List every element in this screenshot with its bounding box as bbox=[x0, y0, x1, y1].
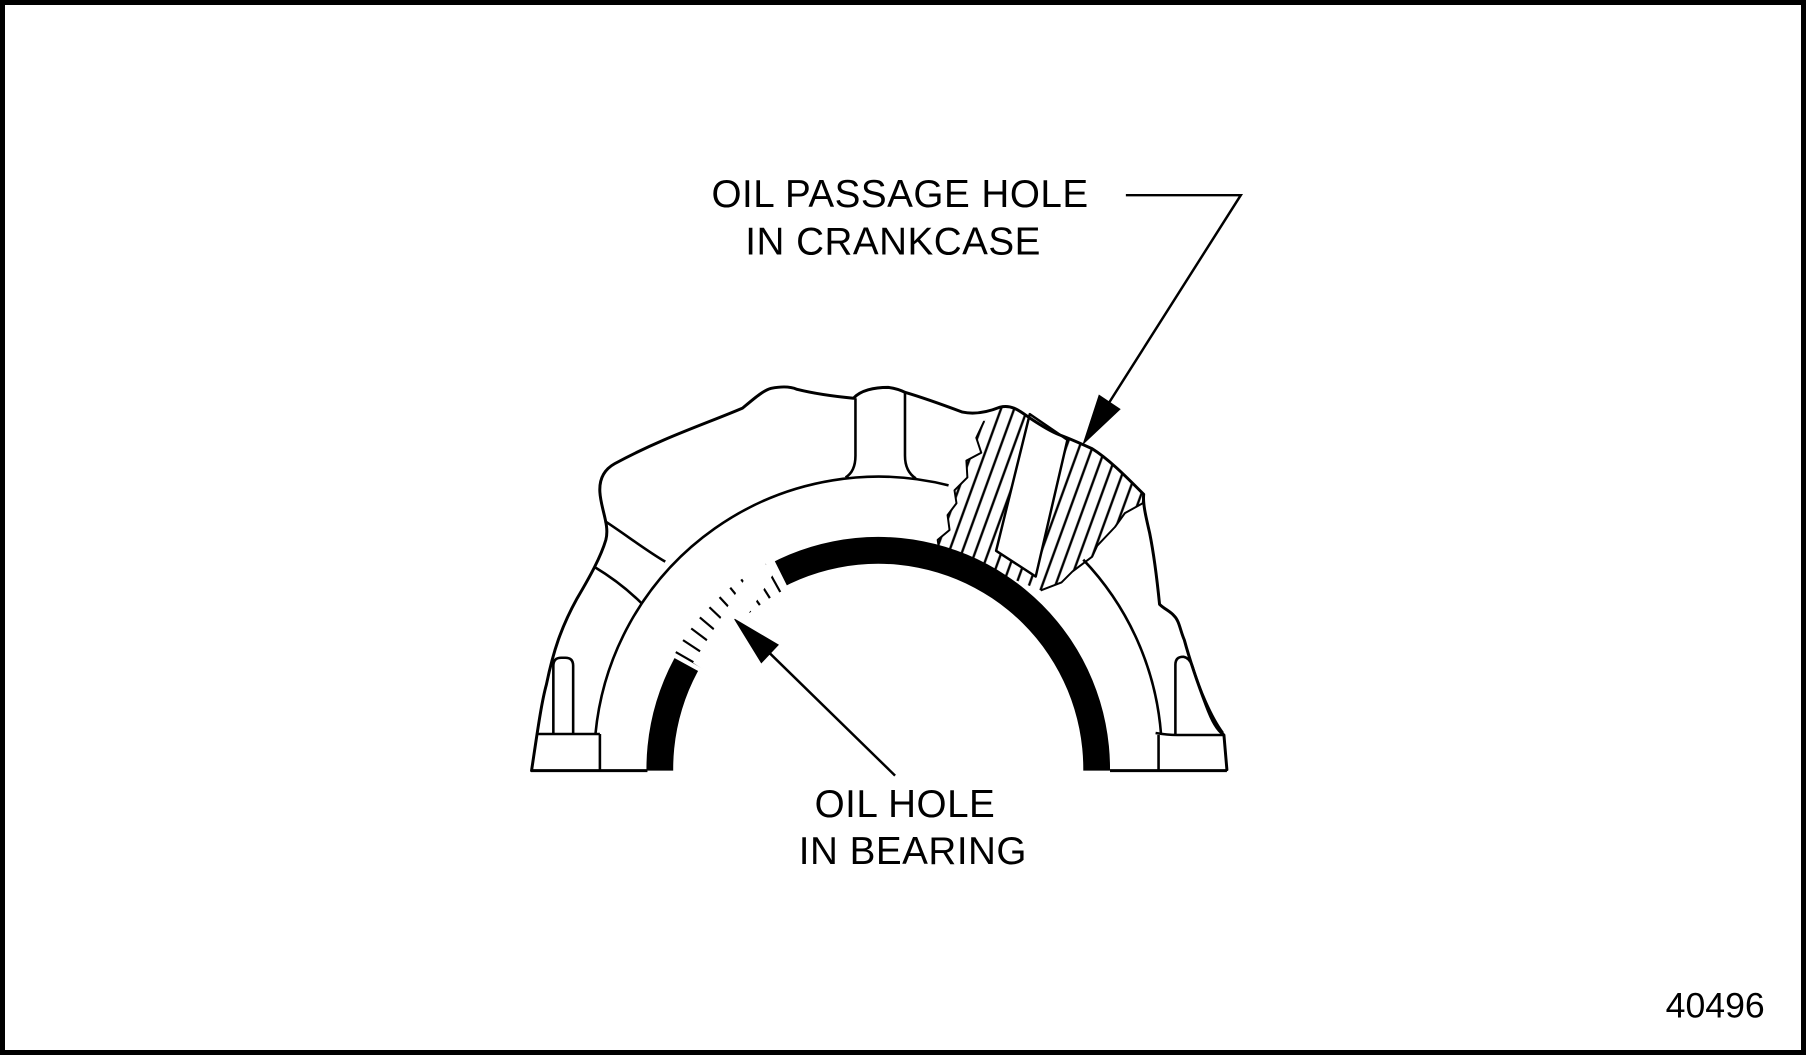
oil-hole-bore-band bbox=[693, 558, 776, 675]
saddle-bore-arc-left bbox=[594, 475, 949, 735]
section-break-edge-left bbox=[936, 420, 986, 565]
bearing-leader-line bbox=[766, 649, 896, 777]
bearing-arrowhead-icon bbox=[734, 618, 779, 664]
bearing-oil-hole bbox=[672, 558, 789, 675]
crankcase-leader bbox=[1082, 193, 1244, 445]
left-foot-details bbox=[538, 656, 602, 771]
left-rib-lower bbox=[593, 565, 643, 605]
right-foot-step bbox=[1155, 731, 1224, 737]
bearing-oil-passage-diagram: OIL PASSAGE HOLE IN CRANKCASE OIL HOLE I… bbox=[530, 173, 1765, 1025]
crankcase-leader-line bbox=[1102, 193, 1244, 413]
top-rib-channel bbox=[844, 392, 917, 480]
left-bolt-boss bbox=[552, 656, 575, 735]
crankcase-outline bbox=[530, 385, 1229, 773]
oil-passage-channel bbox=[994, 412, 1069, 578]
crankcase-arrowhead-icon bbox=[1082, 394, 1121, 445]
crankcase-callout-line1: OIL PASSAGE HOLE bbox=[711, 173, 1088, 216]
section-break-edge-right bbox=[1040, 494, 1145, 592]
left-rib-upper bbox=[604, 519, 666, 563]
bearing-leader bbox=[734, 618, 896, 777]
right-foot-details bbox=[1155, 655, 1224, 771]
crankcase-callout-line2: IN CRANKCASE bbox=[745, 221, 1041, 264]
bearing-callout-line2: IN BEARING bbox=[799, 830, 1027, 873]
bearing-callout-line1: OIL HOLE bbox=[815, 783, 996, 826]
saddle-bore-arc-right bbox=[1082, 558, 1163, 735]
figure-number: 40496 bbox=[1666, 985, 1765, 1025]
